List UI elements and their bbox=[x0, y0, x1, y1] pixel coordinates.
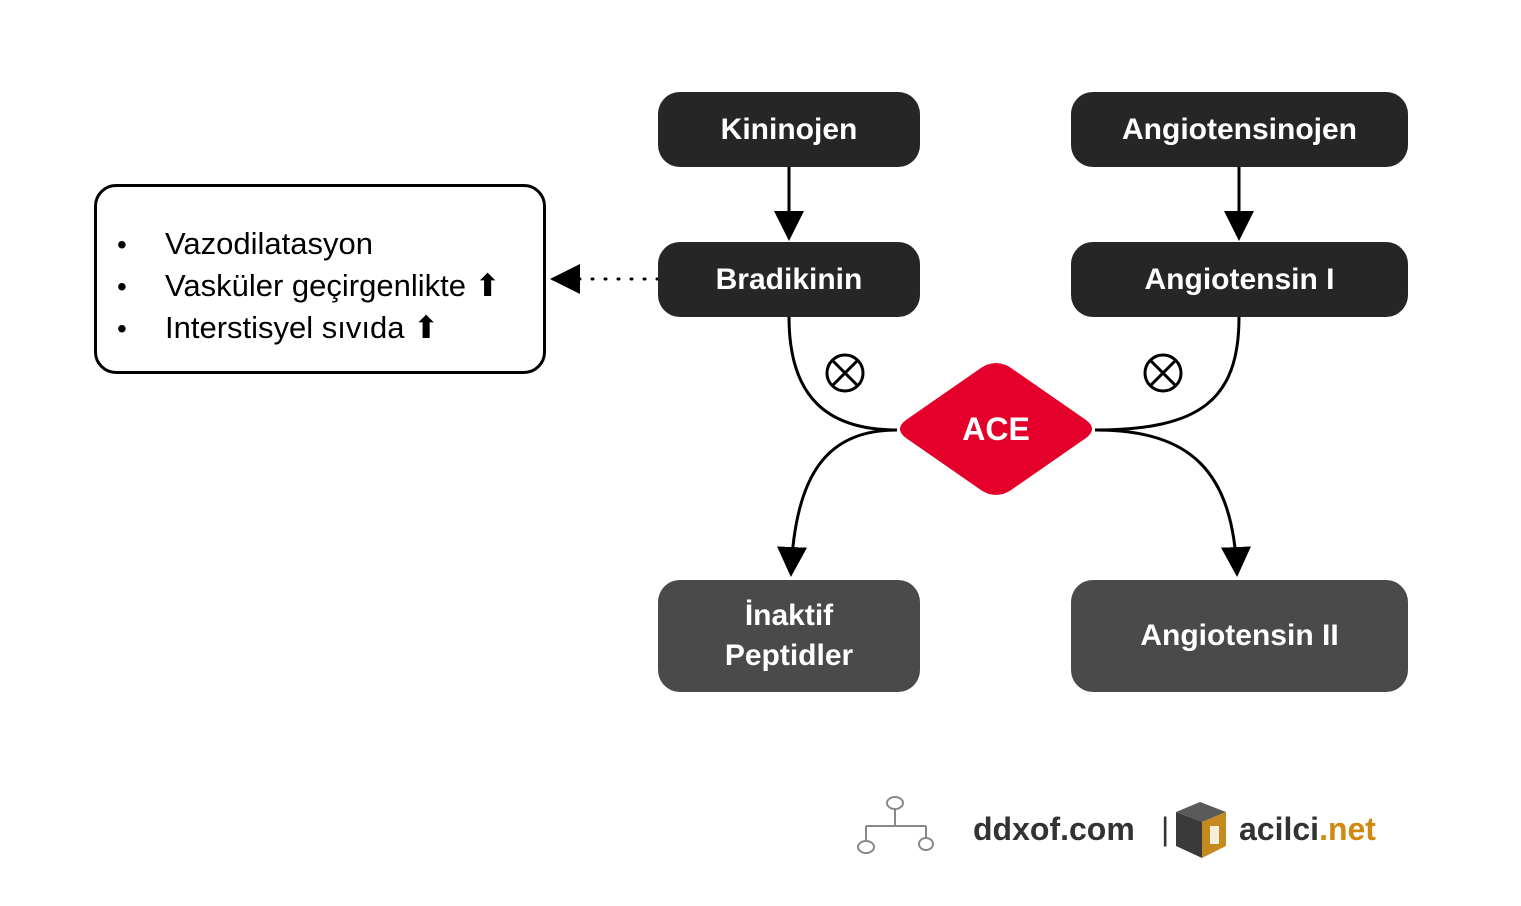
effects-box: • Vazodilatasyon • Vasküler geçirgenlikte … bbox=[94, 184, 546, 374]
curve-angiotensin1-to-ace bbox=[1094, 316, 1241, 432]
node-inaktif-label-line2: Peptidler bbox=[724, 639, 854, 672]
ddxof-logo-icon bbox=[857, 796, 934, 854]
effect-text: Interstisyel sıvıda ⬆ bbox=[165, 310, 440, 345]
node-inaktif-peptidler: İnaktif Peptidler bbox=[658, 580, 920, 692]
node-angiotensin-2-label: Angiotensin II bbox=[1140, 619, 1339, 652]
curve-ace-to-angiotensin2 bbox=[1094, 428, 1251, 577]
ace-diamond bbox=[900, 363, 1092, 495]
node-angiotensinojen-label: Angiotensinojen bbox=[1122, 112, 1357, 146]
footer-site1: ddxof.com bbox=[973, 811, 1135, 847]
effect-text: Vasküler geçirgenlikte ⬆ bbox=[165, 268, 501, 303]
bullet: • bbox=[117, 313, 127, 344]
node-inaktif-label-line1: İnaktif bbox=[744, 599, 834, 632]
node-angiotensin-1: Angiotensin I bbox=[1071, 242, 1408, 317]
bullet: • bbox=[117, 271, 127, 302]
footer-site2: acilci.net bbox=[1239, 809, 1376, 849]
inhibition-icon-left bbox=[825, 353, 865, 393]
curve-bradikinin-to-ace bbox=[787, 316, 898, 432]
effect-item: • Interstisyel sıvıda ⬆ bbox=[117, 307, 501, 349]
node-angiotensin-1-label: Angiotensin I bbox=[1144, 262, 1335, 296]
footer-site2-tld: .net bbox=[1319, 811, 1376, 847]
effect-item: • Vazodilatasyon bbox=[117, 223, 501, 265]
node-bradikinin: Bradikinin bbox=[658, 242, 920, 317]
node-kininojen: Kininojen bbox=[658, 92, 920, 167]
bullet: • bbox=[117, 229, 127, 260]
footer-separator: | bbox=[1161, 811, 1170, 847]
ace-label: ACE bbox=[962, 410, 1030, 447]
node-angiotensinojen: Angiotensinojen bbox=[1071, 92, 1408, 167]
effects-list: • Vazodilatasyon • Vasküler geçirgenlikte … bbox=[117, 223, 501, 349]
node-kininojen-label: Kininojen bbox=[720, 112, 858, 146]
curve-ace-to-inaktif bbox=[777, 428, 898, 577]
node-angiotensin-2: Angiotensin II bbox=[1071, 580, 1408, 692]
footer-site2-name: acilci bbox=[1239, 811, 1320, 847]
effect-text: Vazodilatasyon bbox=[165, 226, 373, 261]
node-bradikinin-label: Bradikinin bbox=[715, 262, 863, 296]
acilci-logo-icon bbox=[1176, 802, 1226, 858]
effect-item: • Vasküler geçirgenlikte ⬆ bbox=[117, 265, 501, 307]
inhibition-icon-right bbox=[1143, 353, 1183, 393]
